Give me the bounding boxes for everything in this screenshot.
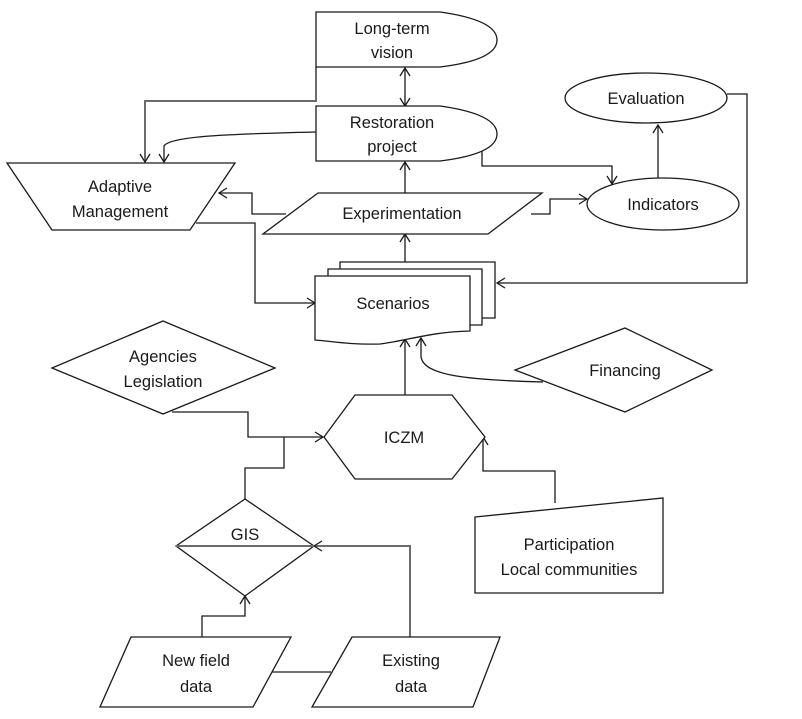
label-line-1: Financing bbox=[589, 362, 661, 380]
stored-data-shape bbox=[315, 11, 498, 68]
label-line-1: Restoration bbox=[350, 114, 434, 132]
label-line-1: Participation bbox=[524, 536, 615, 554]
node-evaluation[interactable]: Evaluation bbox=[564, 72, 728, 124]
node-gis[interactable]: GIS bbox=[174, 498, 316, 597]
arrowhead-down bbox=[606, 175, 618, 186]
manual-input-shape bbox=[474, 497, 664, 594]
edge-newfield-gis bbox=[201, 596, 246, 637]
edge-participation-iczm bbox=[482, 437, 556, 503]
parallelogram-shape bbox=[99, 636, 293, 708]
label-line-2: vision bbox=[371, 44, 413, 62]
edge-gis-iczm bbox=[244, 437, 285, 499]
label-line-1: Experimentation bbox=[342, 205, 461, 223]
edge-restoration-adaptive bbox=[163, 131, 317, 162]
stored-data-shape bbox=[315, 105, 498, 162]
ellipse-shape bbox=[564, 72, 728, 124]
parallelogram-shape bbox=[310, 636, 501, 708]
arrowhead-left bbox=[217, 187, 228, 199]
edge-vision-adaptive bbox=[144, 67, 317, 162]
ellipse-shape bbox=[586, 177, 740, 231]
edge-experimentation-adaptive bbox=[219, 192, 286, 215]
label-line-1: New field bbox=[162, 652, 230, 670]
label-line-1: Existing bbox=[382, 652, 440, 670]
node-new-field-data[interactable]: New field data bbox=[99, 636, 293, 708]
label-line-1: Scenarios bbox=[356, 295, 429, 313]
label-line-2: data bbox=[395, 678, 428, 696]
arrowhead-right bbox=[578, 193, 589, 205]
edge-restoration-indicators bbox=[481, 148, 613, 184]
document-front-shape bbox=[314, 275, 471, 345]
node-long-term-vision[interactable]: Long-term vision bbox=[315, 11, 498, 68]
edge-experimentation-indicators bbox=[531, 198, 587, 215]
arrowhead-up bbox=[415, 336, 427, 347]
arrowhead-right bbox=[314, 431, 325, 443]
arrowhead-down bbox=[158, 153, 170, 164]
edge-existing-gis bbox=[314, 545, 411, 637]
label-line-1: Evaluation bbox=[607, 90, 684, 108]
arrowhead-up bbox=[399, 66, 411, 77]
label-line-1: ICZM bbox=[384, 429, 424, 447]
label-line-2: Local communities bbox=[501, 561, 638, 579]
label-line-2: project bbox=[367, 138, 417, 156]
node-scenarios[interactable]: Scenarios bbox=[314, 261, 496, 345]
node-existing-data[interactable]: Existing data bbox=[310, 636, 501, 708]
edge-financing-scenarios bbox=[420, 338, 544, 383]
edge-evaluation-scenarios bbox=[497, 93, 748, 284]
label-line-1: Agencies bbox=[129, 348, 197, 366]
label-line-2: Legislation bbox=[124, 373, 203, 391]
arrowhead-down bbox=[139, 153, 151, 164]
label-line-2: Management bbox=[72, 203, 169, 221]
arrowhead-up bbox=[399, 160, 411, 171]
label-line-1: Adaptive bbox=[88, 178, 152, 196]
label-line-2: data bbox=[180, 678, 213, 696]
node-experimentation[interactable]: Experimentation bbox=[261, 192, 544, 235]
node-participation[interactable]: Participation Local communities bbox=[474, 497, 664, 594]
diamond-shape bbox=[50, 320, 277, 415]
label-line-1: Long-term bbox=[354, 20, 429, 38]
edge-adaptive-scenarios bbox=[196, 222, 315, 304]
parallelogram-shape bbox=[261, 192, 544, 235]
diamond-shape bbox=[513, 327, 714, 413]
edge-agencies-iczm bbox=[172, 411, 323, 438]
diamond-shape bbox=[174, 498, 316, 597]
label-line-1: Indicators bbox=[627, 196, 699, 214]
arrowhead-up bbox=[652, 123, 664, 134]
node-financing[interactable]: Financing bbox=[513, 327, 714, 413]
node-indicators[interactable]: Indicators bbox=[586, 177, 740, 231]
hexagon-shape bbox=[323, 394, 486, 480]
label-line-1: GIS bbox=[231, 526, 259, 544]
node-agencies-legislation[interactable]: Agencies Legislation bbox=[50, 320, 277, 415]
node-iczm[interactable]: ICZM bbox=[323, 394, 486, 480]
node-restoration-project[interactable]: Restoration project bbox=[315, 105, 498, 162]
trapezoid-shape bbox=[5, 162, 237, 231]
node-adaptive-management[interactable]: Adaptive Management bbox=[5, 162, 237, 231]
arrowhead-left bbox=[495, 277, 506, 289]
